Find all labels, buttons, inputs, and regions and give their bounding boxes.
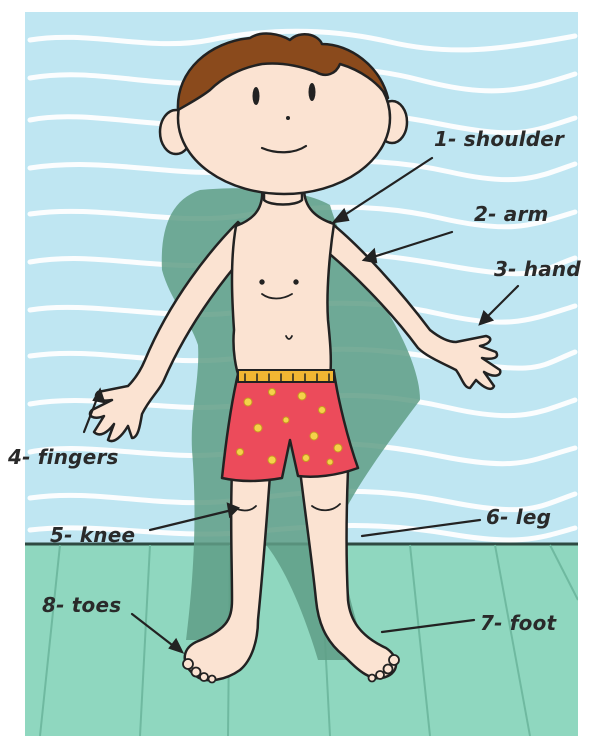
right-eye [309, 83, 316, 101]
label-foot: 7- foot [480, 612, 556, 634]
label-hand: 3- hand [494, 258, 581, 280]
left-eye [253, 87, 260, 105]
shorts-waistband [238, 370, 334, 382]
label-shoulder: 1- shoulder [434, 128, 564, 150]
label-leg: 6- leg [486, 506, 551, 528]
nose [286, 116, 290, 120]
label-arm: 2- arm [474, 203, 549, 225]
label-fingers: 4- fingers [8, 446, 119, 468]
right-edge-strip [578, 12, 591, 736]
label-toes: 8- toes [42, 594, 121, 616]
label-knee: 5- knee [50, 524, 135, 546]
